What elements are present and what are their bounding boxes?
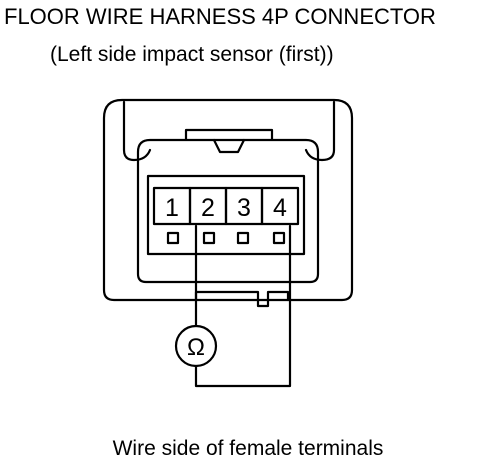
connector-inner-body [136, 138, 320, 284]
probe-wire-pin-4 [194, 224, 292, 388]
top-latch-slot [184, 128, 274, 141]
terminal-1 [166, 231, 180, 245]
pin-label-1: 1 [165, 194, 179, 222]
pin-cavity-area [146, 174, 306, 256]
pin-label-4: 4 [273, 194, 287, 222]
terminal-4 [272, 231, 286, 245]
diagram-title: FLOOR WIRE HARNESS 4P CONNECTOR [4, 4, 436, 29]
bottom-latch [194, 290, 290, 308]
ohm-symbol: Ω [187, 334, 205, 361]
diagram-subtitle: (Left side impact sensor (first)) [50, 43, 334, 66]
terminal-2 [202, 231, 216, 245]
right-lock-tab [304, 100, 336, 162]
ohmmeter-icon [174, 324, 218, 368]
connector-housing-outer [102, 98, 354, 302]
pin-label-2: 2 [201, 194, 215, 222]
left-lock-tab [122, 100, 152, 162]
pin-label-3: 3 [237, 194, 251, 222]
top-latch-notch [212, 138, 246, 154]
diagram-caption: Wire side of female terminals [112, 437, 384, 460]
pin-box-4 [260, 186, 300, 226]
terminal-3 [236, 231, 250, 245]
